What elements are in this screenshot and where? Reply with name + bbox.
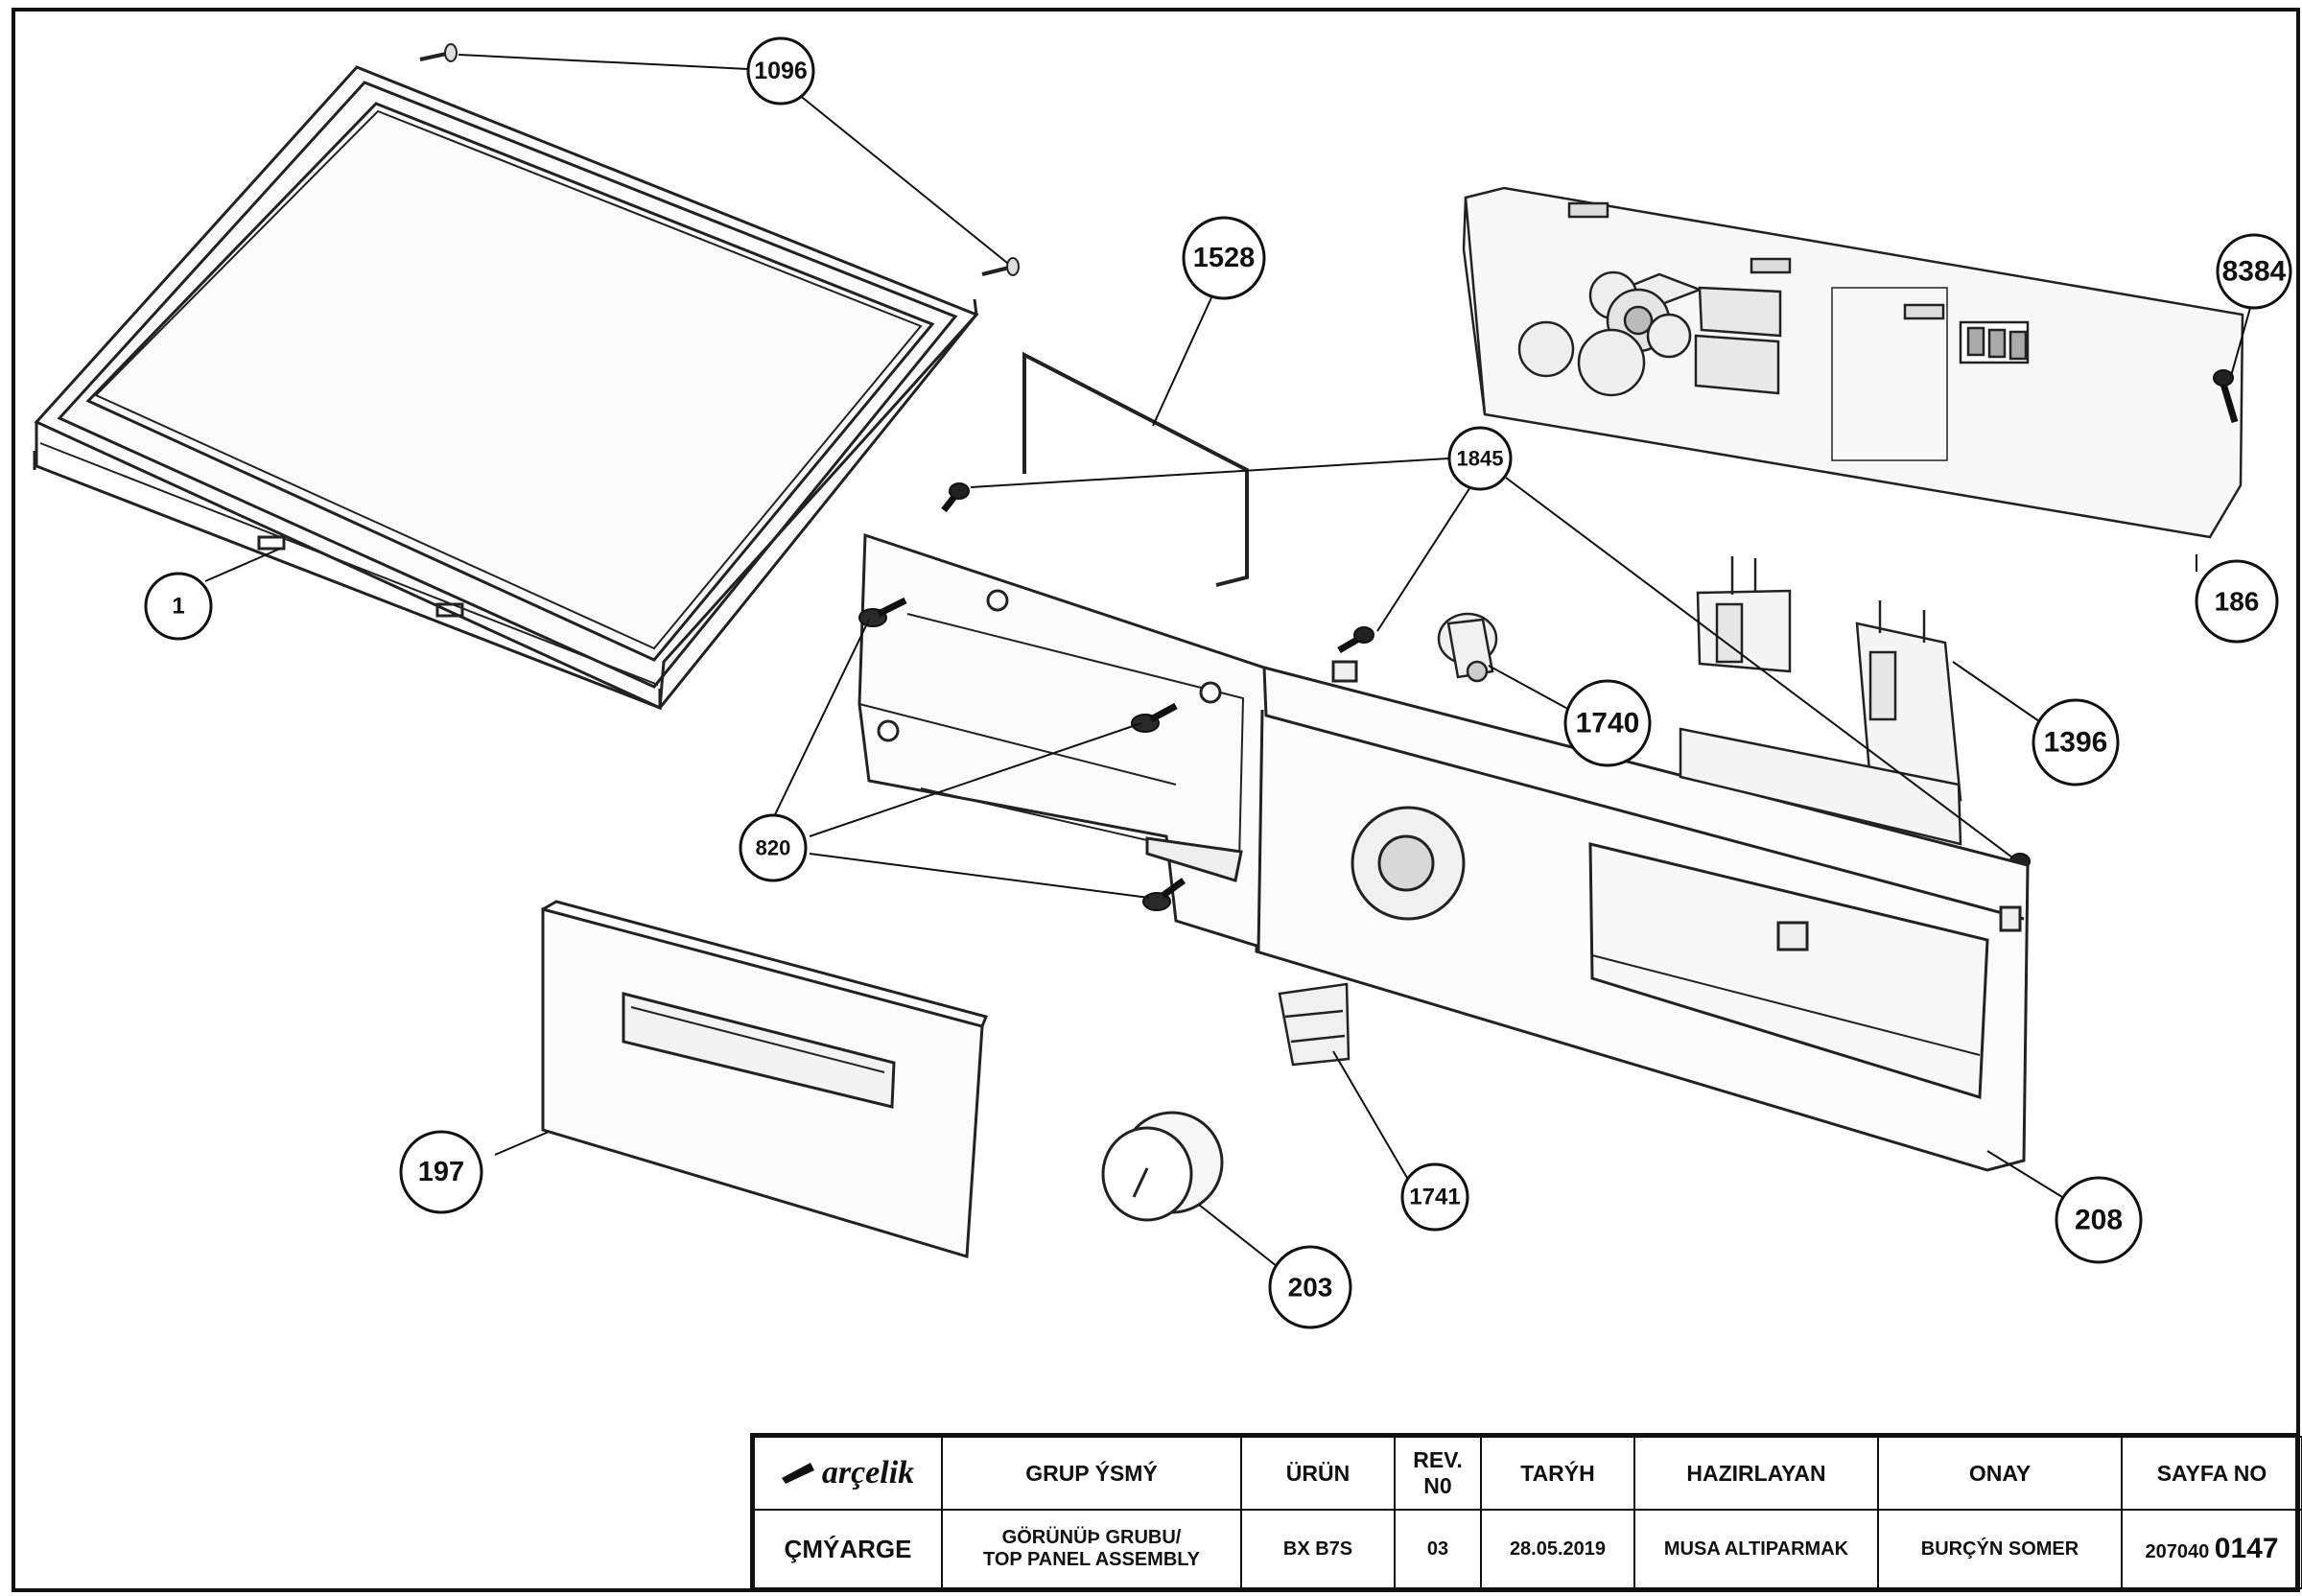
svg-text:820: 820 <box>756 836 791 860</box>
shaft-1740-part <box>1437 612 1498 683</box>
svg-text:1845: 1845 <box>1457 447 1504 471</box>
callout-1096: 1096 <box>746 36 815 106</box>
svg-text:1741: 1741 <box>1409 1185 1460 1210</box>
svg-text:1740: 1740 <box>1576 708 1640 739</box>
value-page-no-prefix: 207040 <box>2145 1541 2210 1562</box>
svg-text:1396: 1396 <box>2044 727 2108 759</box>
value-page-no: 207040 0147 <box>2121 1509 2302 1589</box>
callout-1741: 1741 <box>1400 1162 1469 1232</box>
clip-820 <box>858 597 1186 911</box>
value-rev-no: 03 <box>1394 1509 1482 1589</box>
header-date: TARÝH <box>1480 1436 1635 1511</box>
screw-8384 <box>2213 369 2239 424</box>
callout-197: 197 <box>399 1130 483 1214</box>
title-block: arçelik GRUP ÝSMÝ ÜRÜN REV. N0 TARÝH HAZ… <box>750 1433 2302 1590</box>
header-rev-no-line1: REV. <box>1413 1447 1463 1472</box>
value-group-name-line1: GÖRÜNÜÞ GRUBU/ <box>1001 1527 1182 1548</box>
knob-holder-1741-part <box>1278 982 1351 1067</box>
arcelik-logo-icon <box>781 1463 814 1484</box>
callout-208: 208 <box>2055 1176 2143 1264</box>
callout-820: 820 <box>739 813 808 882</box>
callout-1845: 1845 <box>1447 426 1513 491</box>
value-department: ÇMÝARGE <box>753 1509 943 1589</box>
svg-text:8384: 8384 <box>2222 256 2287 288</box>
knob-203-part <box>1101 1111 1224 1222</box>
value-page-no-suffix: 0147 <box>2214 1533 2279 1564</box>
value-group-name-line2: TOP PANEL ASSEMBLY <box>983 1549 1200 1570</box>
svg-text:197: 197 <box>418 1157 464 1187</box>
header-rev-no-line2: N0 <box>1423 1473 1452 1498</box>
header-page-no: SAYFA NO <box>2121 1436 2302 1511</box>
drawing-border <box>12 8 2300 1592</box>
header-approval: ONAY <box>1877 1436 2123 1511</box>
screw-1096 <box>419 43 1020 276</box>
drawer-front-part <box>541 900 989 1258</box>
value-prepared-by: MUSA ALTIPARMAK <box>1633 1509 1879 1589</box>
callout-1740: 1740 <box>1563 679 1652 767</box>
svg-text:1528: 1528 <box>1193 243 1256 273</box>
top-lid-part <box>33 65 979 711</box>
callout-1528: 1528 <box>1182 216 1266 300</box>
logo-text: arçelik <box>821 1455 915 1490</box>
header-group-name: GRUP ÝSMÝ <box>941 1436 1242 1511</box>
value-product: BX B7S <box>1240 1509 1396 1589</box>
callout-1: 1 <box>144 572 213 641</box>
header-product: ÜRÜN <box>1240 1436 1396 1511</box>
callout-203: 203 <box>1268 1245 1352 1329</box>
value-date: 28.05.2019 <box>1480 1509 1635 1589</box>
svg-text:1096: 1096 <box>754 58 808 84</box>
wire-rod-part <box>1022 351 1249 587</box>
leader-lines <box>204 54 2253 1271</box>
value-group-name: GÖRÜNÜÞ GRUBU/ TOP PANEL ASSEMBLY <box>941 1509 1242 1589</box>
value-approval: BURÇÝN SOMER <box>1877 1509 2123 1589</box>
logo-cell: arçelik <box>753 1436 943 1511</box>
callout-186: 186 <box>2195 559 2279 644</box>
svg-text:203: 203 <box>1288 1273 1333 1303</box>
button-module-part <box>1679 556 1962 846</box>
svg-text:1: 1 <box>172 594 184 620</box>
header-rev-no: REV. N0 <box>1394 1436 1482 1511</box>
control-panel-part <box>857 532 2030 1172</box>
callout-8384: 8384 <box>2216 233 2292 310</box>
callout-1396: 1396 <box>2032 698 2120 786</box>
svg-text:186: 186 <box>2215 587 2260 617</box>
svg-text:208: 208 <box>2075 1205 2123 1236</box>
header-prepared-by: HAZIRLAYAN <box>1633 1436 1879 1511</box>
control-card-part <box>1462 186 2244 539</box>
